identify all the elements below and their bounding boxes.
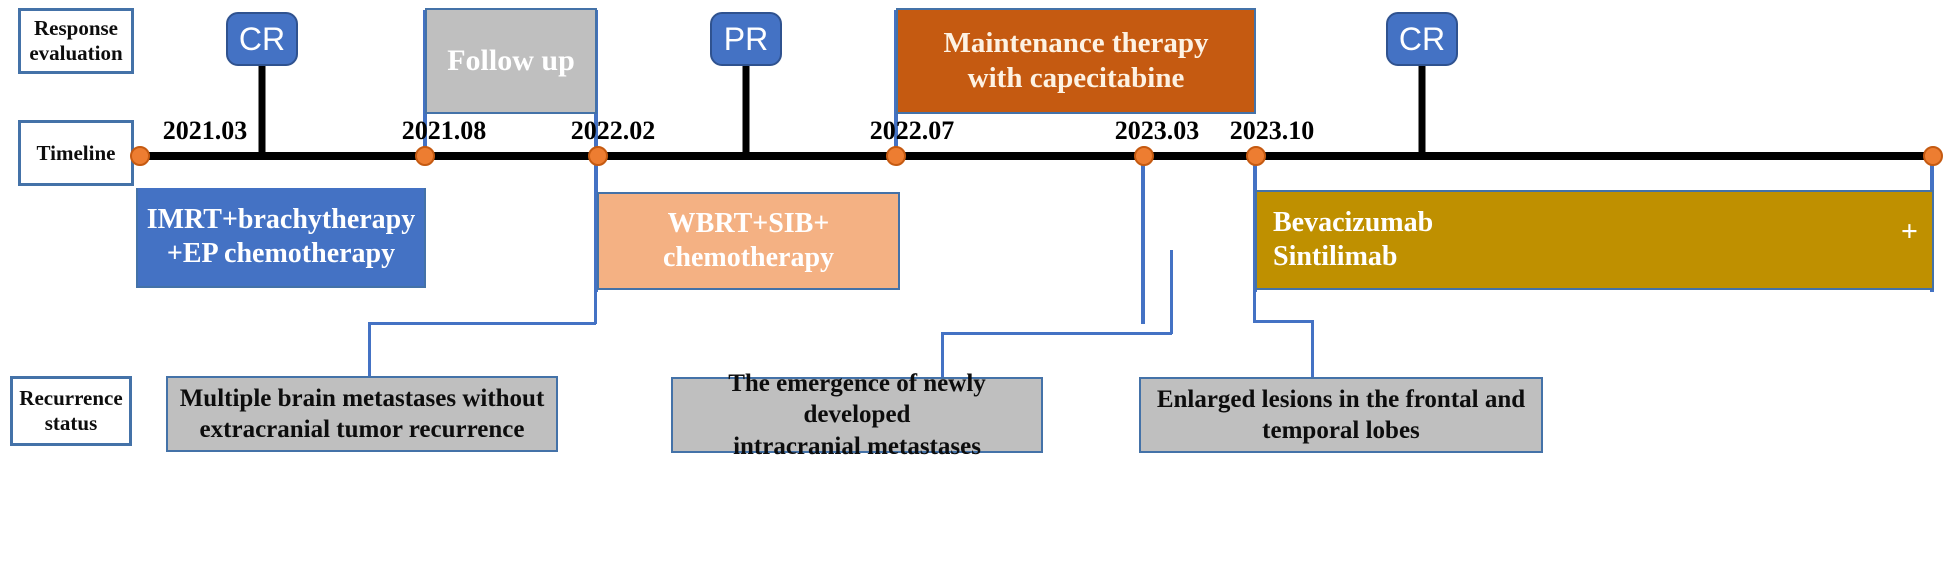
bevacizumab-line-1: Bevacizumab — [1273, 207, 1434, 239]
treatment-box-wbrt[interactable]: WBRT+SIB+ chemotherapy — [597, 192, 900, 290]
recurrence-2-line-2: intracranial metastases — [733, 432, 981, 460]
recurrence-1-line-1: Multiple brain metastases without — [179, 384, 545, 412]
recurrence-box-2[interactable]: The emergence of newly developed intracr… — [671, 370, 1043, 460]
response-badge-pr[interactable]: PR — [710, 12, 782, 66]
badge-label: CR — [238, 20, 286, 57]
badge-label: PR — [723, 20, 769, 57]
imrt-line-2: +EP chemotherapy — [166, 238, 396, 269]
row-label-timeline: Timeline — [18, 120, 134, 186]
treatment-box-maintenance[interactable]: Maintenance therapy with capecitabine — [896, 8, 1256, 114]
badge-stem-pr — [742, 64, 750, 158]
timeline-node-2021-03[interactable] — [130, 146, 150, 166]
treatment-label-imrt: IMRT+brachytherapy +EP chemotherapy — [147, 203, 416, 270]
connector-3-segment-v2 — [1311, 320, 1314, 378]
treatment-label-follow-up: Follow up — [447, 44, 575, 77]
timeline-node-2022-07[interactable] — [886, 146, 906, 166]
date-label-2023-10: 2023.10 — [1229, 116, 1315, 145]
badge-stem-cr-2 — [1418, 64, 1426, 158]
treatment-box-follow-up[interactable]: Follow up — [425, 8, 597, 114]
date-label-2021-08: 2021.08 — [401, 116, 487, 145]
imrt-line-1: IMRT+brachytherapy — [146, 204, 416, 236]
treatment-label-bevacizumab: Bevacizumab Sintilimab — [1273, 206, 1433, 273]
maintenance-line-1: Maintenance therapy — [943, 27, 1209, 60]
connector-1-segment-h — [368, 322, 596, 325]
timeline-node-2023-03[interactable] — [1134, 146, 1154, 166]
treatment-box-imrt[interactable]: IMRT+brachytherapy +EP chemotherapy — [136, 188, 426, 288]
connector-3-segment-h — [1253, 320, 1313, 323]
date-label-2021-03: 2021.03 — [162, 116, 248, 145]
date-label-2023-03: 2023.03 — [1114, 116, 1200, 145]
date-label-2022-02: 2022.02 — [570, 116, 656, 145]
date-label-2022-07: 2022.07 — [869, 116, 955, 145]
connector-2-segment-v2 — [941, 332, 944, 378]
wbrt-line-1: WBRT+SIB+ — [667, 208, 830, 240]
badge-stem-cr-1 — [258, 64, 266, 158]
row-label-recurrence-status: Recurrence status — [10, 376, 132, 446]
recurrence-3-line-1: Enlarged lesions in the frontal and — [1156, 385, 1526, 413]
recurrence-3-line-2: temporal lobes — [1262, 417, 1420, 444]
connector-1-segment-v1 — [594, 290, 597, 324]
timeline-axis — [136, 152, 1934, 160]
row-label-response-evaluation: Response evaluation — [18, 8, 134, 74]
treatment-label-maintenance: Maintenance therapy with capecitabine — [944, 26, 1209, 96]
connector-2-segment-v1 — [1170, 250, 1173, 334]
connector-1-segment-v2 — [368, 322, 371, 376]
recurrence-text-1: Multiple brain metastases without extrac… — [180, 383, 545, 446]
bevacizumab-plus-symbol: + — [1900, 215, 1918, 248]
maintenance-line-2: with capecitabine — [967, 62, 1185, 94]
connector-3-segment-v1 — [1253, 290, 1256, 322]
recurrence-box-3[interactable]: Enlarged lesions in the frontal and temp… — [1139, 377, 1543, 453]
treatment-box-bevacizumab[interactable]: Bevacizumab Sintilimab + — [1255, 190, 1934, 290]
timeline-node-2022-02[interactable] — [588, 146, 608, 166]
recurrence-2-line-1: The emergence of newly developed — [728, 370, 986, 429]
timeline-node-2021-08[interactable] — [415, 146, 435, 166]
recurrence-1-line-2: extracranial tumor recurrence — [199, 416, 525, 443]
timeline-node-2023-10[interactable] — [1246, 146, 1266, 166]
recurrence-text-2: The emergence of newly developed intracr… — [683, 368, 1031, 462]
response-badge-cr-2[interactable]: CR — [1386, 12, 1458, 66]
timeline-node-end[interactable] — [1923, 146, 1943, 166]
wbrt-line-2: chemotherapy — [662, 242, 835, 273]
response-badge-cr-1[interactable]: CR — [226, 12, 298, 66]
node-vline-2023-03 — [1141, 156, 1145, 324]
recurrence-text-3: Enlarged lesions in the frontal and temp… — [1157, 384, 1525, 447]
recurrence-box-1[interactable]: Multiple brain metastases without extrac… — [166, 376, 558, 452]
node-vline-2022-02 — [594, 156, 598, 292]
connector-2-segment-h — [941, 332, 1172, 335]
treatment-label-wbrt: WBRT+SIB+ chemotherapy — [663, 207, 834, 274]
badge-label: CR — [1398, 20, 1446, 57]
bevacizumab-line-2: Sintilimab — [1273, 241, 1398, 272]
